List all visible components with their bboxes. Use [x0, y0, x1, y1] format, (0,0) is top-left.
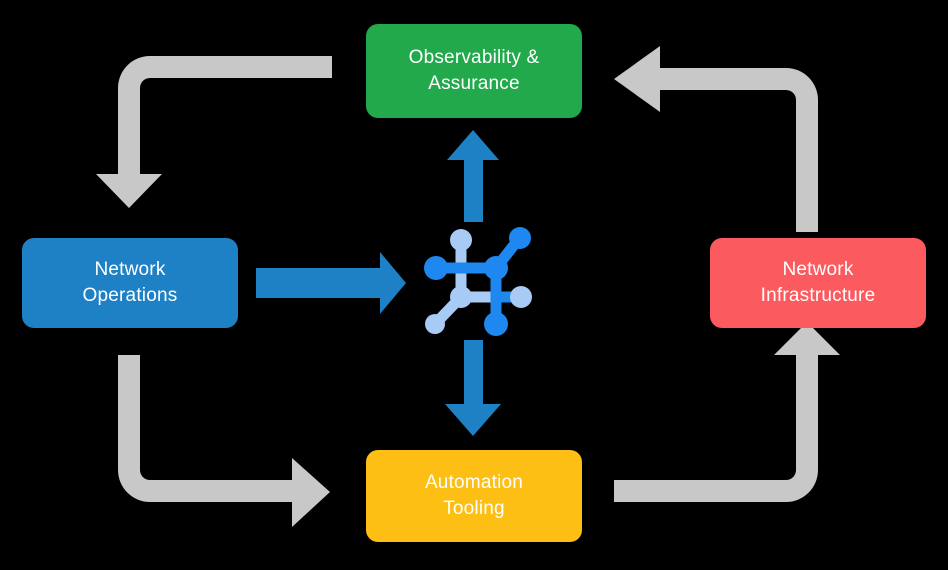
- icon-node-left: [424, 256, 448, 280]
- icon-node-bottom-right: [484, 312, 508, 336]
- gray-arrow-infrastructure-to-observability: [614, 46, 818, 232]
- icon-node-mid-right: [510, 286, 532, 308]
- icon-node-top-left: [450, 229, 472, 251]
- node-observability-assurance[interactable]: Observability & Assurance: [366, 24, 582, 118]
- node-automation-tooling[interactable]: Automation Tooling: [366, 450, 582, 542]
- icon-node-mid-left-lower: [450, 286, 472, 308]
- node-network-operations[interactable]: Network Operations: [22, 238, 238, 328]
- gray-arrow-operations-to-automation: [118, 355, 330, 527]
- blue-arrow-core-to-observability: [447, 130, 499, 222]
- blue-arrow-core-to-automation: [445, 340, 501, 436]
- node-network-infrastructure[interactable]: Network Infrastructure: [710, 238, 926, 328]
- node-label-observability: Observability & Assurance: [408, 47, 540, 94]
- node-label-automation-tooling: Automation Tooling: [424, 472, 524, 519]
- icon-node-top-right: [509, 227, 531, 249]
- gray-arrow-observability-to-operations: [96, 56, 332, 208]
- gray-arrow-automation-to-infrastructure: [614, 322, 840, 502]
- icon-node-center: [484, 256, 508, 280]
- network-topology-icon: [424, 227, 532, 336]
- blue-arrow-operations-to-core: [256, 252, 406, 314]
- icon-node-bottom-left: [425, 314, 445, 334]
- node-label-network-operations: Network Operations: [82, 259, 178, 306]
- node-label-network-infrastructure: Network Infrastructure: [760, 259, 876, 306]
